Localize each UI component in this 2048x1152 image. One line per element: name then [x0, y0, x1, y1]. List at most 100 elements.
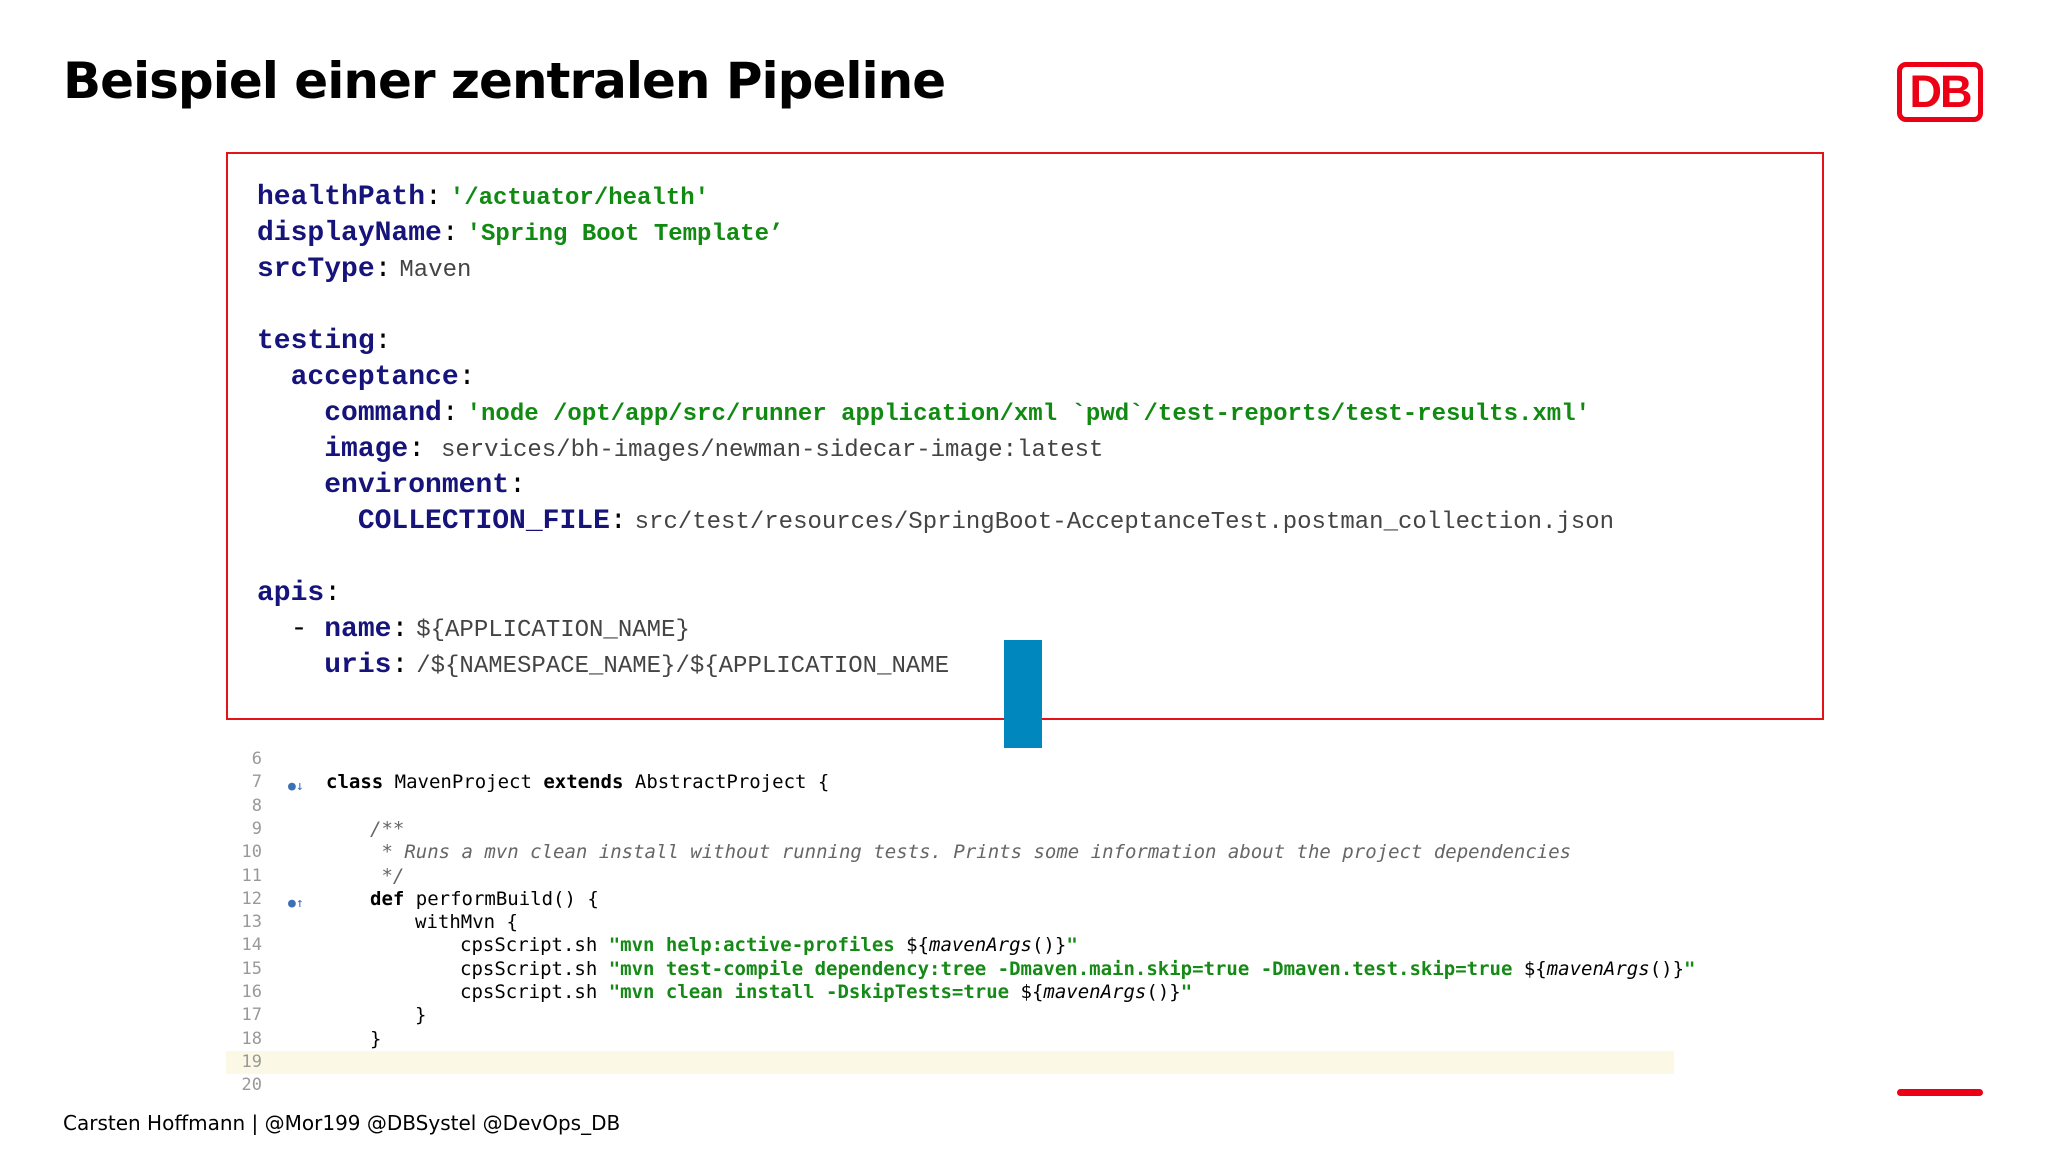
code-text: performBuild() { [404, 887, 599, 910]
yaml-value: src/test/resources/SpringBoot-Acceptance… [634, 509, 1614, 536]
yaml-colon: : [374, 254, 392, 285]
yaml-colon: : [441, 398, 459, 429]
keyword: extends [543, 771, 624, 794]
yaml-line-acceptance: acceptance: [257, 358, 1614, 394]
yaml-line-apis: apis: [257, 574, 1614, 610]
yaml-blank-line [257, 538, 1614, 574]
code-text: ${ [1020, 981, 1044, 1003]
yaml-string-value: 'node /opt/app/src/runner application/xm… [466, 401, 1590, 428]
line-number: 9 [251, 818, 262, 839]
yaml-colon: : [391, 614, 409, 645]
code-text: mavenArgs [929, 934, 1032, 957]
yaml-key: srcType [257, 254, 375, 285]
yaml-colon: : [374, 326, 392, 357]
line-number: 10 [241, 842, 262, 863]
code-line: 17} [226, 1004, 1674, 1027]
yaml-line-testing: testing: [257, 322, 1614, 358]
doc-comment: /** [370, 817, 405, 840]
string-literal: " [1684, 957, 1696, 980]
yaml-line-uris: uris: /${NAMESPACE_NAME}/${APPLICATION_N… [257, 646, 1614, 682]
line-number: 18 [241, 1028, 262, 1049]
code-text: cpsScript.sh [460, 957, 609, 980]
code-line: 9 /** [226, 818, 1674, 841]
code-text: ()} [1031, 934, 1067, 957]
code-text: mavenArgs [1043, 981, 1147, 1003]
line-number: 16 [241, 982, 262, 1002]
yaml-key: COLLECTION_FILE [357, 506, 610, 537]
line-number: 17 [241, 1005, 262, 1026]
code-line: 11 */ [226, 865, 1674, 888]
yaml-line-displayname: displayName: 'Spring Boot Template’ [257, 214, 1614, 250]
yaml-line-command: command: 'node /opt/app/src/runner appli… [257, 394, 1614, 430]
code-line: 10 * Runs a mvn clean install without ru… [226, 841, 1674, 864]
code-line: 6 [226, 748, 1674, 771]
yaml-blank-line [257, 286, 1614, 322]
yaml-colon: : [458, 362, 476, 393]
slide-footer: Carsten Hoffmann | @Mor199 @DBSystel @De… [63, 1111, 621, 1135]
yaml-colon: : [609, 506, 627, 537]
line-number: 15 [241, 958, 262, 979]
slide-title: Beispiel einer zentralen Pipeline [63, 52, 946, 110]
code-text: MavenProject [383, 771, 544, 794]
code-text: cpsScript.sh [460, 934, 609, 957]
code-text: ${ [1523, 957, 1547, 980]
doc-comment: */ [370, 864, 405, 887]
line-number: 6 [251, 749, 262, 769]
db-logo: DB [1897, 62, 1983, 122]
yaml-key: image [324, 434, 409, 465]
code-line: 12 ●↑ def performBuild() { [226, 888, 1674, 911]
code-line: 18} [226, 1028, 1674, 1051]
yaml-line-srctype: srcType: Maven [257, 250, 1614, 286]
code-line: 20 [226, 1074, 1674, 1097]
string-literal: "mvn help:active-profiles [608, 934, 907, 957]
code-editor[interactable]: 6 7 ●↓ class MavenProject extends Abstract… [226, 748, 1696, 1097]
string-literal: " [1180, 981, 1193, 1003]
yaml-key: displayName [257, 218, 442, 249]
yaml-key: testing [257, 326, 375, 357]
yaml-line-name: - name: ${APPLICATION_NAME} [257, 614, 690, 645]
line-number: 20 [241, 1075, 262, 1096]
yaml-key: healthPath [257, 182, 426, 213]
yaml-key: environment [324, 470, 510, 501]
yaml-key: command [324, 398, 442, 429]
yaml-key: name [324, 614, 392, 645]
line-number: 8 [251, 795, 262, 816]
footer-accent-bar [1897, 1089, 1983, 1096]
code-text: } [415, 1004, 427, 1027]
yaml-colon: : [425, 182, 442, 213]
yaml-string-value: 'Spring Boot Template’ [466, 221, 784, 248]
line-number: 7 [251, 772, 262, 793]
code-text: AbstractProject { [623, 771, 830, 794]
implementation-marker-icon[interactable]: ●↓ [288, 779, 304, 795]
code-text: cpsScript.sh [460, 981, 609, 1003]
code-line: 14 cpsScript.sh "mvn help:active-profiles… [226, 934, 1674, 957]
override-marker-icon[interactable]: ●↑ [288, 895, 304, 911]
code-text: ()} [1146, 981, 1181, 1003]
yaml-colon: : [324, 578, 342, 609]
yaml-key: apis [257, 578, 325, 609]
code-line: 7 ●↓ class MavenProject extends AbstractPr… [226, 771, 1674, 794]
string-literal: " [1066, 934, 1078, 957]
string-literal: "mvn clean install -DskipTests=true [608, 981, 1021, 1003]
yaml-colon: : [441, 218, 459, 249]
yaml-value: services/bh-images/newman-sidecar-image:… [440, 437, 1104, 464]
yaml-line-environment: environment: [257, 466, 1614, 502]
line-number: 13 [241, 912, 262, 933]
yaml-value: Maven [399, 257, 472, 284]
current-line-highlight[interactable]: 19 [226, 1050, 1674, 1075]
line-number: 14 [241, 935, 262, 956]
keyword: class [326, 771, 384, 794]
line-number: 12 [241, 888, 262, 909]
yaml-key: acceptance [290, 362, 459, 393]
keyword: def [370, 887, 405, 910]
yaml-key: uris [324, 650, 392, 681]
doc-comment: * Runs a mvn clean install without runni… [370, 841, 1572, 864]
yaml-colon: : [391, 650, 409, 681]
yaml-colon: : [408, 434, 426, 465]
code-text: } [370, 1027, 382, 1050]
code-line: 8 [226, 795, 1674, 818]
yaml-config-box: healthPath: '/actuator/health' displayNa… [226, 152, 1824, 720]
code-text: ()} [1649, 957, 1685, 980]
